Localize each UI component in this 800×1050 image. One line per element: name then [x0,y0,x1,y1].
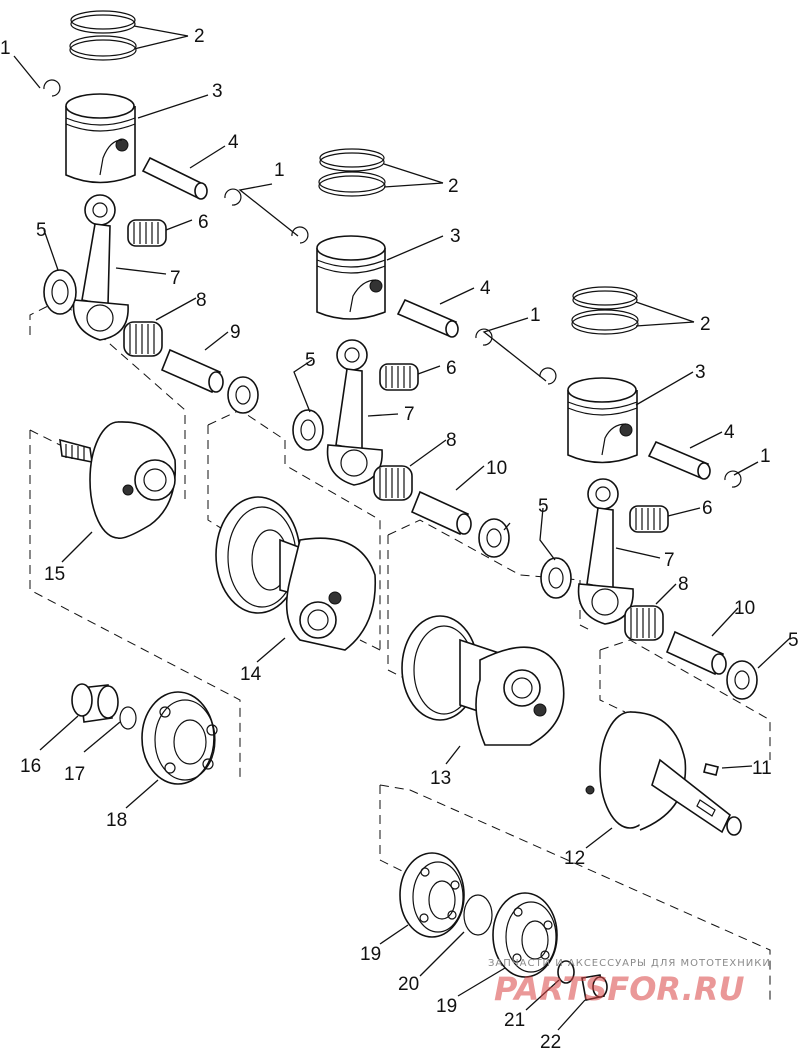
circlip-1b [224,188,242,206]
circlip-1a [43,79,61,97]
callout-12: 12 [564,848,585,869]
thrust-washer-2b [478,518,510,558]
callout-7: 7 [404,404,415,425]
ball-bearing-18 [141,691,218,785]
callout-16: 16 [20,756,41,777]
crankshaft-section-14 [215,496,377,651]
wrist-pin-2 [396,298,459,338]
bearing-sleeve-16 [71,683,119,723]
thrust-washer-1b [227,376,259,414]
callout-1: 1 [760,446,771,467]
callout-11: 11 [752,758,772,779]
piston-ring-set-2 [318,148,386,197]
crank-pin-9 [160,348,224,394]
watermark-caption: ЗАПЧАСТИ И АКСЕССУАРЫ ДЛЯ МОТОТЕХНИКИ [488,958,771,969]
circlip-3b [724,470,742,488]
needle-bearing-small-3 [629,505,669,533]
callout-17: 17 [64,764,85,785]
circlip-2b [475,328,493,346]
crankshaft-section-13 [401,615,565,746]
callout-3: 3 [450,226,461,247]
piston-1 [65,93,136,184]
callout-8: 8 [196,290,207,311]
needle-bearing-large-2 [373,465,413,501]
crank-pin-10b [665,630,727,676]
callout-6: 6 [198,212,209,233]
needle-bearing-large-3 [624,605,664,641]
circlip-3a [539,367,557,385]
callout-3: 3 [695,362,706,383]
connecting-rod-3 [577,478,634,625]
o-ring-17 [119,706,137,730]
piston-3 [567,377,638,464]
needle-bearing-large-1 [123,321,163,357]
callout-4: 4 [724,422,735,443]
washer-21 [557,960,575,984]
callout-8: 8 [678,574,689,595]
callout-5: 5 [788,630,799,651]
ball-bearing-19a [399,852,465,938]
wrist-pin-1 [141,156,208,200]
circlip-2a [291,226,309,244]
callout-1: 1 [0,38,11,59]
connecting-rod-2 [326,339,383,486]
watermark: ЗАПЧАСТИ И АКСЕССУАРЫ ДЛЯ МОТОТЕХНИКИ PA… [488,958,771,1008]
wrist-pin-3 [647,440,711,480]
callout-10: 10 [734,598,755,619]
ball-bearing-19b [492,892,558,978]
piston-2 [316,235,386,320]
piston-ring-set-3 [571,286,639,335]
needle-bearing-small-1 [127,219,167,247]
callout-4: 4 [228,132,239,153]
callout-8: 8 [446,430,457,451]
callout-4: 4 [480,278,491,299]
callout-6: 6 [446,358,457,379]
woodruff-key-11 [703,763,719,776]
piston-ring-set-1 [69,10,137,61]
crankshaft-end-12 [585,711,742,836]
callout-7: 7 [664,550,675,571]
callout-2: 2 [700,314,711,335]
callout-7: 7 [170,268,181,289]
callout-2: 2 [194,26,205,47]
callout-21: 21 [504,1010,525,1031]
thrust-washer-3 [540,557,572,599]
o-ring-20 [463,894,493,936]
watermark-brand: PARTSFOR.RU [494,970,744,1008]
crankshaft-end-15 [59,421,177,540]
callout-5: 5 [305,350,316,371]
callout-9: 9 [230,322,241,343]
connecting-rod-1 [72,194,129,341]
bushing-22 [581,974,608,1001]
callout-19: 19 [360,944,381,965]
callout-22: 22 [540,1032,561,1050]
callout-6: 6 [702,498,713,519]
callout-19: 19 [436,996,457,1017]
thrust-washer-1 [43,269,77,315]
callout-1: 1 [274,160,285,181]
callout-1: 1 [530,305,541,326]
leader-lines [13,25,791,1031]
callout-15: 15 [44,564,65,585]
callout-5: 5 [538,496,549,517]
needle-bearing-small-2 [379,363,419,391]
callout-2: 2 [448,176,459,197]
callout-5: 5 [36,220,47,241]
crank-pin-10a [410,490,472,536]
callout-20: 20 [398,974,419,995]
callout-labels: 1 2 3 4 1 2 3 4 1 2 3 4 1 5 6 7 8 9 5 6 … [0,26,799,1050]
callout-13: 13 [430,768,451,789]
thrust-washer-3b [726,660,758,700]
callout-10: 10 [486,458,507,479]
callout-14: 14 [240,664,262,685]
thrust-washer-2 [292,409,324,451]
callout-18: 18 [106,810,127,831]
callout-3: 3 [212,81,223,102]
